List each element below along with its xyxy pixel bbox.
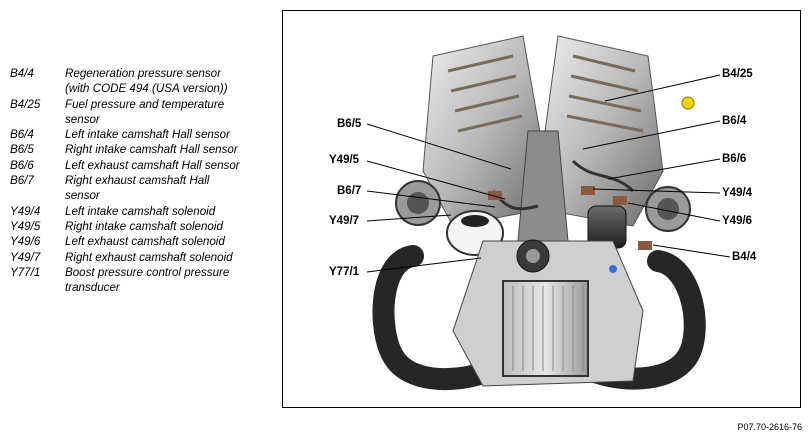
engine-figure: B4/25 B6/5 B6/4 Y49/5 B6/6 B6/7 Y49/4 Y4… bbox=[282, 10, 801, 408]
callout-b4-4: B4/4 bbox=[732, 251, 757, 263]
leader-lines bbox=[366, 74, 731, 273]
legend-desc: Left intake camshaft solenoid bbox=[65, 204, 216, 218]
legend-desc-line: sensor bbox=[65, 112, 100, 126]
legend-code: B4/25 bbox=[10, 97, 41, 111]
legend-desc: Left exhaust camshaft Hall sensor bbox=[65, 158, 240, 172]
legend-desc: Left intake camshaft Hall sensor bbox=[65, 128, 230, 142]
solenoid-right bbox=[638, 241, 652, 250]
legend-desc: Right intake camshaft Hall sensor bbox=[65, 143, 238, 157]
legend-desc-line: Boost pressure control pressure bbox=[65, 265, 230, 279]
callout-b6-7: B6/7 bbox=[337, 185, 362, 197]
legend-list: B4/4 Regeneration pressure sensor (with … bbox=[10, 66, 272, 295]
yellow-connector bbox=[681, 96, 695, 110]
legend-code: Y49/7 bbox=[10, 250, 41, 264]
legend-item-b6-7: B6/7 Right exhaust camshaft Hall sensor bbox=[10, 173, 272, 204]
legend-item-b6-4: B6/4 Left intake camshaft Hall sensor bbox=[10, 127, 272, 142]
callout-y49-4: Y49/4 bbox=[722, 187, 753, 199]
left-charge-air-hose bbox=[372, 245, 494, 391]
callout-y49-7: Y49/7 bbox=[329, 215, 360, 227]
legend-desc-line: Right exhaust camshaft Hall bbox=[65, 174, 210, 188]
legend-desc: Fuel pressure and temperature sensor bbox=[65, 97, 272, 128]
callout-b4-25: B4/25 bbox=[722, 68, 753, 80]
legend-item-b6-5: B6/5 Right intake camshaft Hall sensor bbox=[10, 142, 272, 157]
blue-connector bbox=[609, 265, 617, 273]
legend-item-y49-4: Y49/4 Left intake camshaft solenoid bbox=[10, 204, 272, 219]
intercooler bbox=[502, 280, 589, 377]
callout-y49-5: Y49/5 bbox=[329, 154, 360, 166]
fuel-injector-details bbox=[447, 54, 644, 133]
legend-desc-line: transducer bbox=[65, 281, 120, 295]
legend-code: Y49/5 bbox=[10, 219, 41, 233]
legend-item-y49-5: Y49/5 Right intake camshaft solenoid bbox=[10, 219, 272, 234]
callout-b6-6: B6/6 bbox=[722, 153, 747, 165]
legend-code: B6/7 bbox=[10, 174, 34, 188]
solenoid-left bbox=[613, 196, 627, 205]
legend-desc-line: (with CODE 494 (USA version)) bbox=[65, 82, 228, 96]
callout-y49-6: Y49/6 bbox=[722, 215, 753, 227]
camshaft-sensor-right bbox=[581, 186, 595, 195]
legend-item-b4-4: B4/4 Regeneration pressure sensor (with … bbox=[10, 66, 272, 97]
fuel-line bbox=[571, 159, 635, 193]
legend-code: B6/5 bbox=[10, 143, 34, 157]
legend-item-b6-6: B6/6 Left exhaust camshaft Hall sensor bbox=[10, 158, 272, 173]
legend-code: B6/6 bbox=[10, 158, 34, 172]
legend-desc: Right intake camshaft solenoid bbox=[65, 219, 223, 233]
legend-desc-line: Regeneration pressure sensor bbox=[65, 67, 221, 80]
legend-code: Y77/1 bbox=[10, 265, 41, 279]
legend-item-b4-25: B4/25 Fuel pressure and temperature sens… bbox=[10, 97, 272, 128]
legend-desc-line: sensor bbox=[65, 189, 100, 203]
legend-code: B6/4 bbox=[10, 128, 34, 142]
legend-code: Y49/4 bbox=[10, 204, 41, 218]
legend-desc: Right exhaust camshaft solenoid bbox=[65, 250, 233, 264]
engine-illustration bbox=[366, 35, 731, 391]
legend-desc: Right exhaust camshaft Hall sensor bbox=[65, 173, 272, 204]
legend-item-y49-6: Y49/6 Left exhaust camshaft solenoid bbox=[10, 234, 272, 249]
legend-desc: Regeneration pressure sensor (with CODE … bbox=[65, 66, 272, 97]
legend-code: B4/4 bbox=[10, 67, 34, 80]
legend-item-y49-7: Y49/7 Right exhaust camshaft solenoid bbox=[10, 250, 272, 265]
camshaft-sensor-left bbox=[488, 191, 502, 200]
callout-y77-1: Y77/1 bbox=[329, 266, 360, 278]
legend-code: Y49/6 bbox=[10, 235, 41, 249]
legend-desc: Boost pressure control pressure transduc… bbox=[65, 265, 272, 296]
callout-b6-5: B6/5 bbox=[337, 118, 362, 130]
callout-b6-4: B6/4 bbox=[722, 115, 747, 127]
legend-item-y77-1: Y77/1 Boost pressure control pressure tr… bbox=[10, 265, 272, 296]
legend-desc: Left exhaust camshaft solenoid bbox=[65, 235, 225, 249]
legend-desc-line: Fuel pressure and temperature bbox=[65, 97, 225, 111]
figure-id: P07.70-2616-76 bbox=[737, 422, 802, 432]
